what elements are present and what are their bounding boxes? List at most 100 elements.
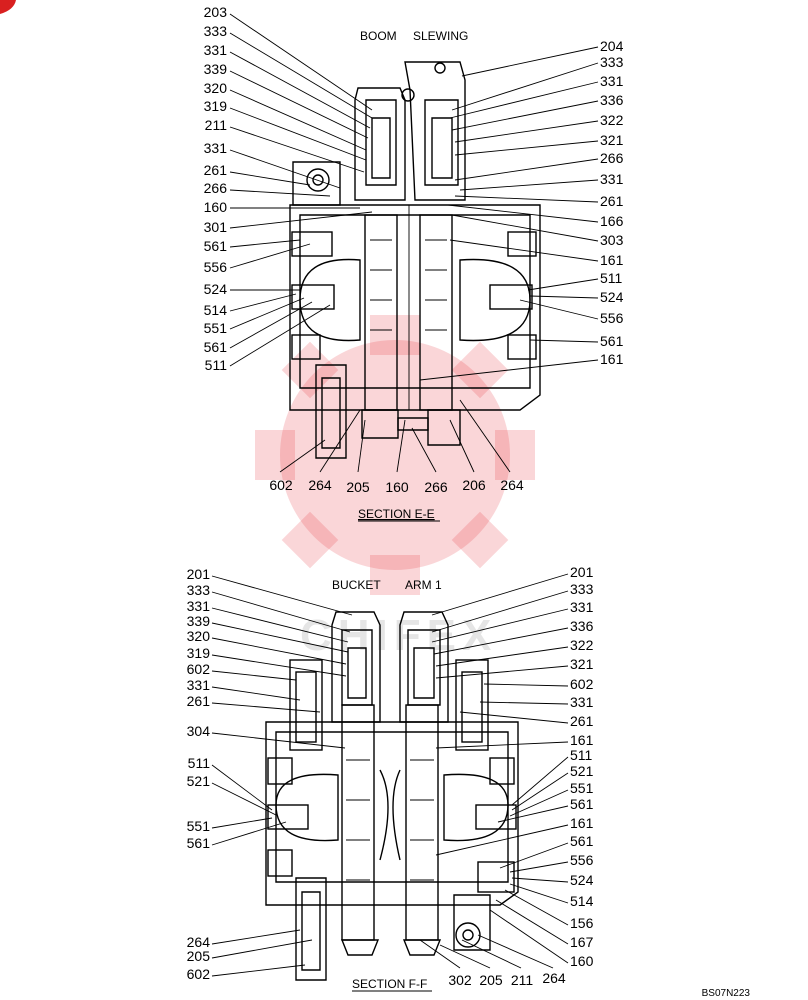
callout-label: 336	[570, 618, 594, 634]
callout-label: 264	[187, 934, 211, 950]
section-ee-title: SECTION E-E	[358, 507, 435, 521]
drawing-code: BS07N223	[702, 988, 751, 999]
header-arm-1: ARM 1	[405, 578, 442, 592]
callout-label: 524	[570, 872, 594, 888]
callout-label: 331	[570, 694, 594, 710]
callout-label: 201	[570, 564, 594, 580]
callout-label: 261	[600, 193, 624, 209]
callout-label: 206	[462, 477, 486, 493]
callout-label: 333	[570, 581, 594, 597]
callout-label: 556	[570, 852, 594, 868]
callout-label: 320	[204, 80, 228, 96]
callout-label: 205	[479, 972, 503, 988]
section-ff-bottom-callouts: 302 205 211 264	[448, 970, 566, 988]
callout-label: 551	[570, 780, 594, 796]
callout-label: 561	[204, 339, 228, 355]
callout-label: 336	[600, 92, 624, 108]
callout-label: 551	[204, 320, 228, 336]
callout-label: 166	[600, 213, 624, 229]
callout-label: 331	[204, 42, 228, 58]
callout-label: 266	[424, 479, 448, 495]
section-ee-bottom-callouts: 602 264 205 160 266 206 264	[269, 477, 524, 495]
callout-label: 167	[570, 934, 594, 950]
callout-label: 333	[204, 23, 228, 39]
callout-label: 303	[600, 232, 624, 248]
callout-label: 521	[570, 763, 594, 779]
callout-label: 320	[187, 628, 211, 644]
corner-mark-icon	[0, 0, 16, 14]
section-ff-leader-lines	[211, 573, 569, 977]
callout-label: 331	[570, 599, 594, 615]
callout-label: 203	[204, 4, 228, 20]
callout-label: 602	[187, 966, 211, 982]
callout-label: 201	[187, 566, 211, 582]
callout-label: 160	[204, 199, 228, 215]
callout-label: 321	[570, 656, 594, 672]
callout-label: 561	[600, 333, 624, 349]
callout-label: 160	[385, 479, 409, 495]
callout-label: 302	[448, 972, 472, 988]
section-ff-drawing	[265, 611, 519, 981]
callout-label: 561	[204, 238, 228, 254]
callout-label: 331	[204, 140, 228, 156]
callout-label: 556	[204, 259, 228, 275]
callout-label: 322	[600, 112, 624, 128]
header-slewing: SLEWING	[413, 29, 468, 43]
callout-label: 561	[570, 833, 594, 849]
callout-label: 514	[570, 893, 594, 909]
callout-label: 333	[187, 582, 211, 598]
callout-label: 261	[187, 693, 211, 709]
callout-label: 211	[511, 972, 534, 988]
callout-label: 266	[204, 180, 228, 196]
watermark-gear-icon	[255, 315, 535, 595]
header-boom: BOOM	[360, 29, 397, 43]
callout-label: 511	[600, 270, 623, 286]
callout-label: 161	[570, 815, 594, 831]
callout-label: 266	[600, 150, 624, 166]
section-ff-header: BUCKET ARM 1	[332, 578, 442, 592]
callout-label: 264	[308, 477, 332, 493]
callout-label: 551	[187, 818, 211, 834]
callout-label: 264	[542, 970, 566, 986]
callout-label: 524	[600, 289, 624, 305]
callout-label: 339	[187, 613, 211, 629]
callout-label: 511	[205, 357, 228, 373]
callout-label: 521	[187, 773, 211, 789]
callout-label: 261	[204, 162, 228, 178]
callout-label: 319	[187, 645, 211, 661]
callout-label: 321	[600, 132, 624, 148]
callout-label: 524	[204, 281, 228, 297]
callout-label: 331	[600, 73, 624, 89]
section-ee-left-callouts: 203 333 331 339 320 319 211 331 261 266 …	[204, 4, 228, 373]
callout-label: 304	[187, 723, 211, 739]
callout-label: 339	[204, 61, 228, 77]
section-ff-title: SECTION F-F	[352, 977, 427, 991]
callout-label: 319	[204, 98, 228, 114]
section-ff-right-callouts: 201 333 331 336 322 321 602 331 261 161 …	[570, 564, 594, 969]
callout-label: 602	[570, 676, 594, 692]
callout-label: 211	[205, 117, 228, 133]
callout-label: 161	[600, 252, 624, 268]
callout-label: 161	[600, 351, 624, 367]
callout-label: 561	[570, 796, 594, 812]
section-ee-leader-lines	[229, 13, 599, 473]
callout-label: 602	[269, 477, 293, 493]
watermark-text: CHIFEX	[300, 611, 497, 660]
callout-label: 511	[188, 755, 211, 771]
callout-label: 160	[570, 953, 594, 969]
callout-label: 161	[570, 732, 594, 748]
section-ee-header: BOOM SLEWING	[360, 29, 468, 43]
callout-label: 331	[600, 171, 624, 187]
callout-label: 205	[187, 948, 211, 964]
header-bucket: BUCKET	[332, 578, 381, 592]
callout-label: 204	[600, 38, 624, 54]
callout-label: 514	[204, 302, 228, 318]
callout-label: 261	[570, 713, 594, 729]
callout-label: 264	[500, 477, 524, 493]
callout-label: 156	[570, 915, 594, 931]
callout-label: 561	[187, 835, 211, 851]
section-ee-right-callouts: 204 333 331 336 322 321 266 331 261 166 …	[600, 38, 624, 367]
callout-label: 511	[570, 747, 593, 763]
section-ff-left-callouts: 201 333 331 339 320 319 602 331 261 304 …	[187, 566, 211, 982]
